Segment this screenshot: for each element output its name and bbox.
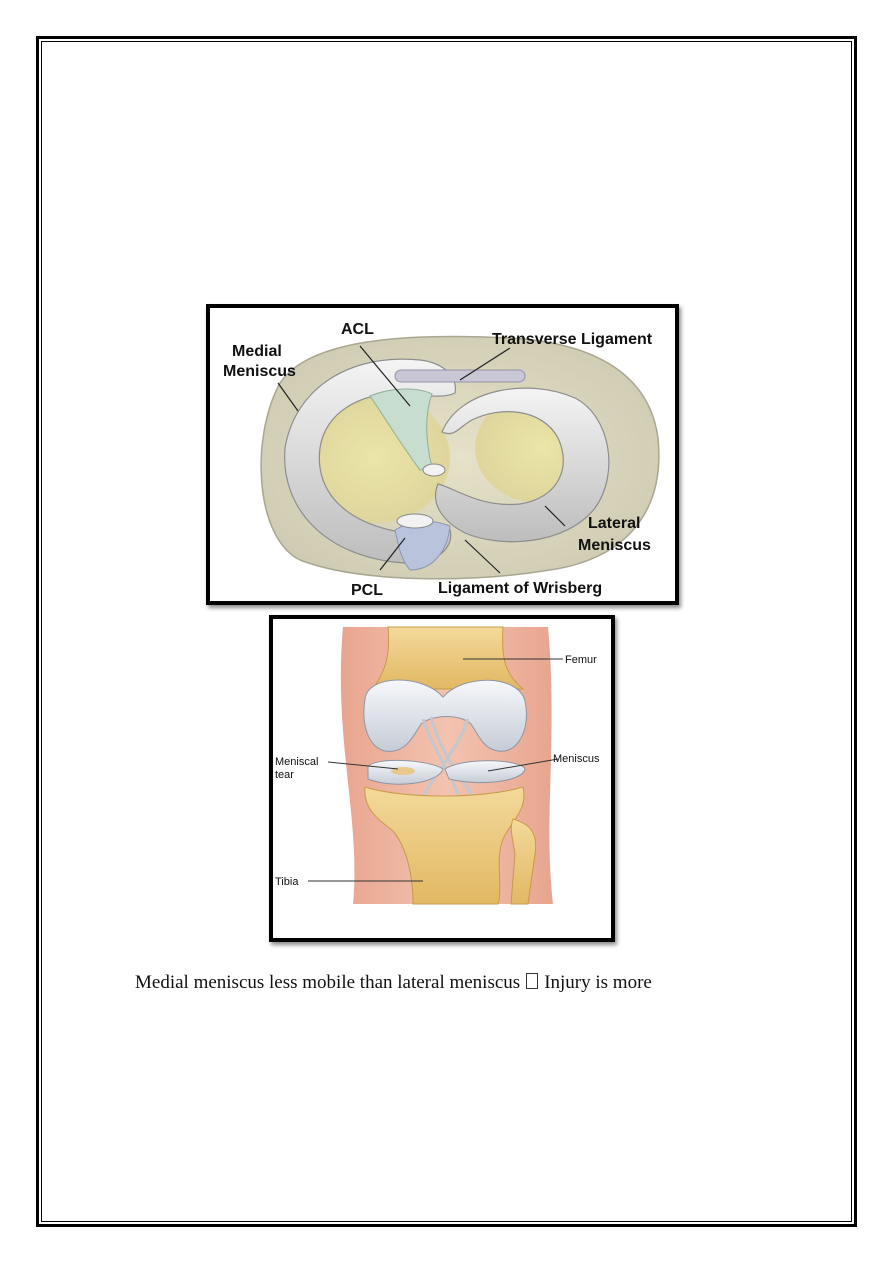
- fibula-shape: [510, 818, 537, 905]
- label-lateral-meniscus-1: Lateral: [588, 515, 640, 532]
- pcl-insertion: [396, 513, 434, 529]
- knee-front-view-figure: Femur Meniscal tear Meniscus Tibia: [269, 615, 615, 942]
- femoral-condyles: [363, 679, 527, 752]
- label-pcl: PCL: [351, 582, 383, 599]
- label-meniscal-tear-1: Meniscal: [275, 756, 318, 768]
- label-femur: Femur: [565, 654, 597, 666]
- caption-text: Medial meniscus less mobile than lateral…: [135, 972, 652, 994]
- label-meniscal-tear-2: tear: [275, 769, 294, 781]
- menisci-top-view-illustration: ACL Transverse Ligament Medial Meniscus …: [223, 321, 660, 599]
- page-border-outer: [36, 36, 857, 1227]
- acl-shape: [369, 388, 433, 471]
- leader-lines: [277, 345, 566, 574]
- label-lateral-meniscus-2: Meniscus: [578, 537, 651, 554]
- menisci-top-view-figure: ACL Transverse Ligament Medial Meniscus …: [206, 304, 679, 605]
- label-ligament-of-wrisberg: Ligament of Wrisberg: [438, 580, 602, 597]
- leader-lines: [308, 658, 563, 882]
- label-medial-meniscus-1: Medial: [232, 343, 282, 360]
- caption-after: Injury is more: [544, 972, 652, 993]
- arrow-placeholder-icon: [526, 973, 539, 989]
- label-tibia: Tibia: [275, 876, 299, 888]
- transverse-ligament-shape: [394, 369, 526, 383]
- knee-front-view-illustration: Femur Meniscal tear Meniscus Tibia: [275, 626, 600, 905]
- femur-shape: [372, 626, 525, 690]
- label-acl: ACL: [341, 321, 374, 338]
- acl-insertion: [422, 463, 446, 477]
- lateral-meniscus-front: [444, 760, 526, 784]
- page-border-inner: [41, 41, 852, 1222]
- label-medial-meniscus-2: Meniscus: [223, 363, 296, 380]
- label-meniscus: Meniscus: [553, 753, 600, 765]
- lateral-meniscus-shape: [434, 387, 610, 543]
- caption-before: Medial meniscus less mobile than lateral…: [135, 972, 521, 993]
- label-transverse-ligament: Transverse Ligament: [492, 331, 653, 348]
- tibia-shape: [364, 786, 525, 905]
